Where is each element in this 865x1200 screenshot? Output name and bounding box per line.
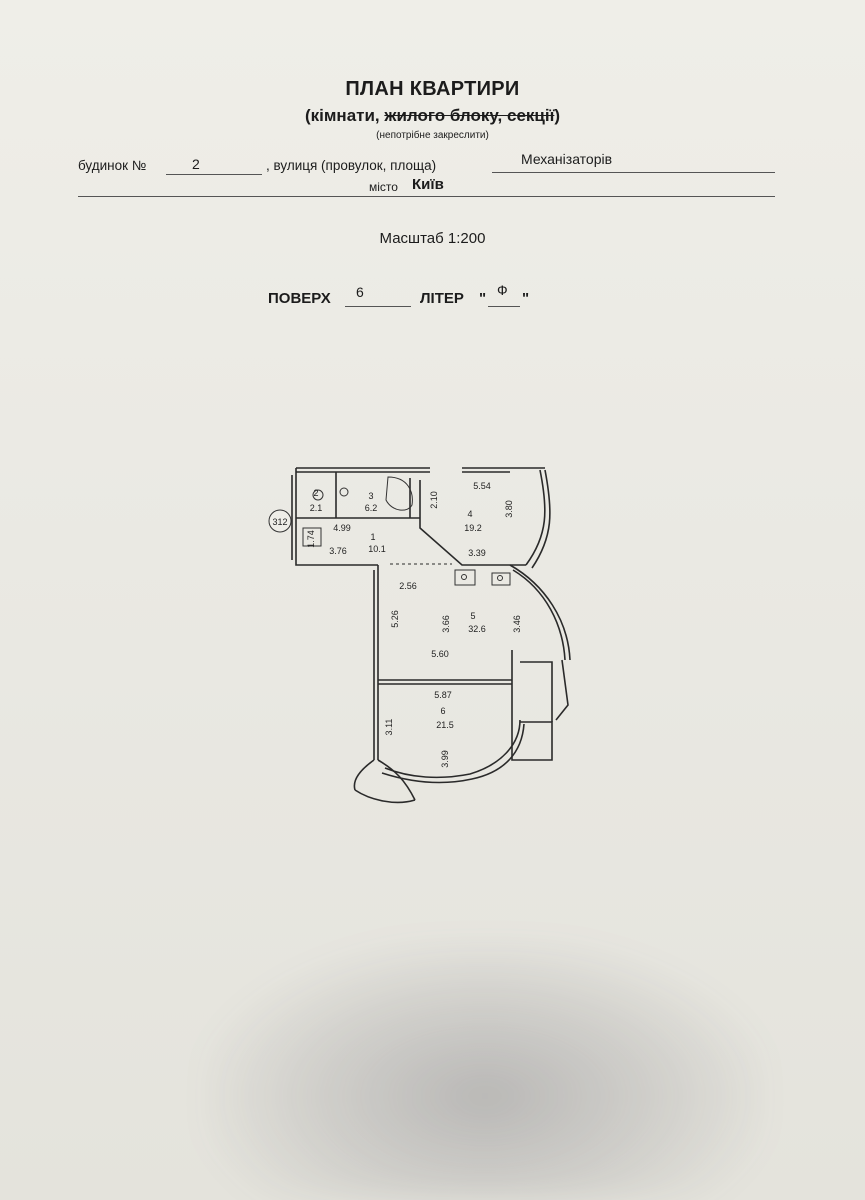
letter-value: Ф: [497, 282, 508, 298]
dim-3-80: 3.80: [504, 500, 514, 518]
subtitle-close: ): [554, 106, 561, 125]
dim-3-76: 3.76: [329, 546, 347, 556]
dim-5-87: 5.87: [434, 690, 452, 700]
house-label: будинок №: [78, 158, 147, 173]
dim-3-39: 3.39: [468, 548, 486, 558]
room-4-area: 19.2: [464, 523, 482, 533]
room-3-number: 3: [368, 491, 373, 501]
house-value: 2: [192, 156, 200, 172]
subtitle-open: (кімнати,: [304, 106, 385, 125]
dim-3-11: 3.11: [384, 719, 394, 736]
dim-4-99: 4.99: [333, 523, 351, 533]
city-underline: [78, 196, 775, 197]
dim-5-54: 5.54: [473, 481, 491, 491]
street-label: , вулиця (провулок, площа): [266, 158, 437, 173]
city-label: місто: [369, 180, 398, 194]
room-3-area: 6.2: [365, 503, 378, 513]
room-5-number: 5: [470, 611, 475, 621]
dim-3-99: 3.99: [440, 750, 450, 768]
letter-label: ЛІТЕР: [420, 290, 464, 307]
scale-text: Масштаб 1:200: [379, 230, 486, 247]
document-subtitle: (кімнати, жилого блоку, секції): [0, 106, 865, 126]
room-1-area: 10.1: [368, 544, 386, 554]
dim-2-10: 2.10: [429, 491, 439, 509]
dim-1-74: 1.74: [306, 530, 316, 548]
room-6-area: 21.5: [436, 720, 454, 730]
dim-3-46: 3.46: [512, 615, 522, 633]
letter-open-quote: ": [479, 290, 487, 307]
apartment-number: 312: [272, 517, 287, 527]
street-value: Механізаторів: [521, 151, 613, 167]
dim-5-26: 5.26: [390, 610, 400, 628]
city-value: Київ: [412, 176, 444, 193]
subtitle-struck: жилого блоку, секції: [384, 106, 555, 125]
floor-value: 6: [356, 284, 364, 300]
room-2-area: 2.1: [310, 503, 323, 513]
street-underline: [492, 172, 775, 173]
strike-note: (непотрібне закреслити): [376, 130, 489, 141]
room-4-number: 4: [467, 509, 472, 519]
phone-shadow: [205, 940, 765, 1200]
house-underline: [166, 174, 262, 175]
room-1-number: 1: [370, 532, 375, 542]
dim-2-56: 2.56: [399, 581, 417, 591]
floor-underline: [345, 306, 411, 307]
floor-label: ПОВЕРХ: [268, 290, 331, 307]
letter-close-quote: ": [522, 290, 530, 307]
dim-3-66: 3.66: [441, 615, 451, 633]
document-title: ПЛАН КВАРТИРИ: [345, 78, 520, 100]
dim-5-60: 5.60: [431, 649, 449, 659]
room-5-area: 32.6: [468, 624, 486, 634]
room-6-number: 6: [440, 706, 445, 716]
letter-underline: [488, 306, 520, 307]
room-2-number: 2: [313, 488, 318, 498]
